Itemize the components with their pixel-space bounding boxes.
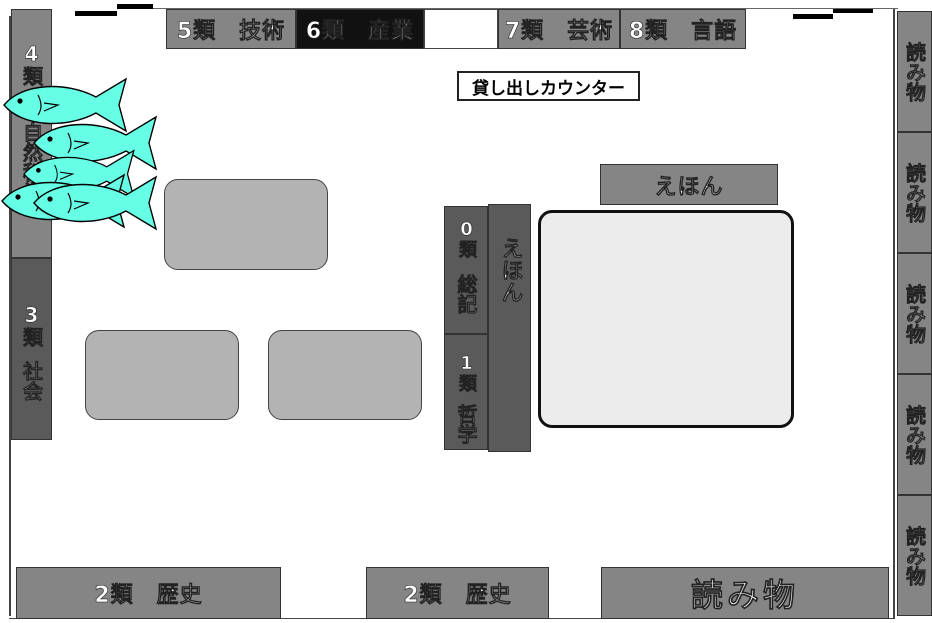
wall-top-left-2: [117, 4, 153, 9]
wall-left: [9, 16, 11, 616]
shelf-reading-right-1[interactable]: 読み物: [897, 11, 932, 132]
shelf-class5-technology[interactable]: 5類 技術: [166, 9, 296, 49]
shelf-class1-philosophy[interactable]: 1類 哲学: [444, 334, 488, 450]
reading-table-left[interactable]: [85, 330, 239, 420]
shelf-class-number: 1類: [456, 353, 478, 393]
shelf-label: 読み物: [690, 576, 799, 615]
shelf-reading-right-3[interactable]: 読み物: [897, 253, 932, 374]
fish-decoration-group: [1, 78, 157, 230]
shelf-label: 哲学: [454, 404, 479, 445]
shelf-label: 社会: [19, 361, 44, 402]
wall-top: [153, 8, 898, 9]
shelf-label: 読み物: [902, 283, 927, 344]
shelf-label: 読み物: [902, 162, 927, 223]
shelf-class2-history-2[interactable]: 2類 歴史: [366, 567, 549, 619]
shelf-class7-arts[interactable]: 7類 芸術: [498, 9, 620, 49]
reading-table-top[interactable]: [164, 179, 328, 270]
wall-right: [893, 9, 895, 619]
shelf-label: 2類 歴史: [94, 583, 203, 609]
shelf-label: 2類 歴史: [403, 583, 512, 609]
shelf-label: 6類 産業: [305, 19, 415, 45]
wall-top-right-2: [833, 9, 873, 13]
shelf-class-number: 0類: [456, 219, 478, 259]
shelf-label: 読み物: [902, 404, 927, 465]
shelf-class2-history-1[interactable]: 2類 歴史: [16, 567, 281, 619]
counter-label: 貸し出しカウンター: [472, 78, 625, 99]
fish-icon: [3, 78, 127, 132]
wall-top-right: [793, 14, 833, 19]
shelf-class3-society[interactable]: 3類 社会: [11, 258, 52, 440]
shelf-label: 5類 技術: [176, 19, 286, 45]
shelf-label: 総記: [454, 274, 479, 315]
shelf-label: 読み物: [902, 41, 927, 102]
shelf-class6-industry[interactable]: 6類 産業: [296, 9, 424, 49]
shelf-picture-books-vertical[interactable]: えほん: [488, 204, 531, 452]
shelf-reading-right-4[interactable]: 読み物: [897, 374, 932, 495]
shelf-class-number: 4類: [19, 42, 44, 87]
picture-book-area[interactable]: [538, 210, 794, 428]
shelf-label: 7類 芸術: [504, 19, 614, 45]
shelf-picture-books-horizontal[interactable]: えほん: [600, 164, 778, 205]
shelf-class0-general[interactable]: 0類 総記: [444, 206, 488, 334]
shelf-reading-right-2[interactable]: 読み物: [897, 132, 932, 253]
shelf-reading-right-5[interactable]: 読み物: [897, 495, 932, 616]
shelf-label: えほん: [497, 237, 523, 304]
wall-top-left: [75, 11, 117, 16]
shelf-label: 8類 言語: [628, 19, 738, 45]
top-gap: [424, 9, 498, 49]
lending-counter[interactable]: 貸し出しカウンター: [457, 71, 640, 101]
shelf-label: えほん: [654, 174, 724, 200]
shelf-class8-language[interactable]: 8類 言語: [620, 9, 746, 49]
shelf-label: 読み物: [902, 525, 927, 586]
shelf-class-number: 3類: [19, 303, 44, 348]
reading-table-middle[interactable]: [268, 330, 422, 420]
shelf-reading-bottom[interactable]: 読み物: [601, 567, 889, 619]
